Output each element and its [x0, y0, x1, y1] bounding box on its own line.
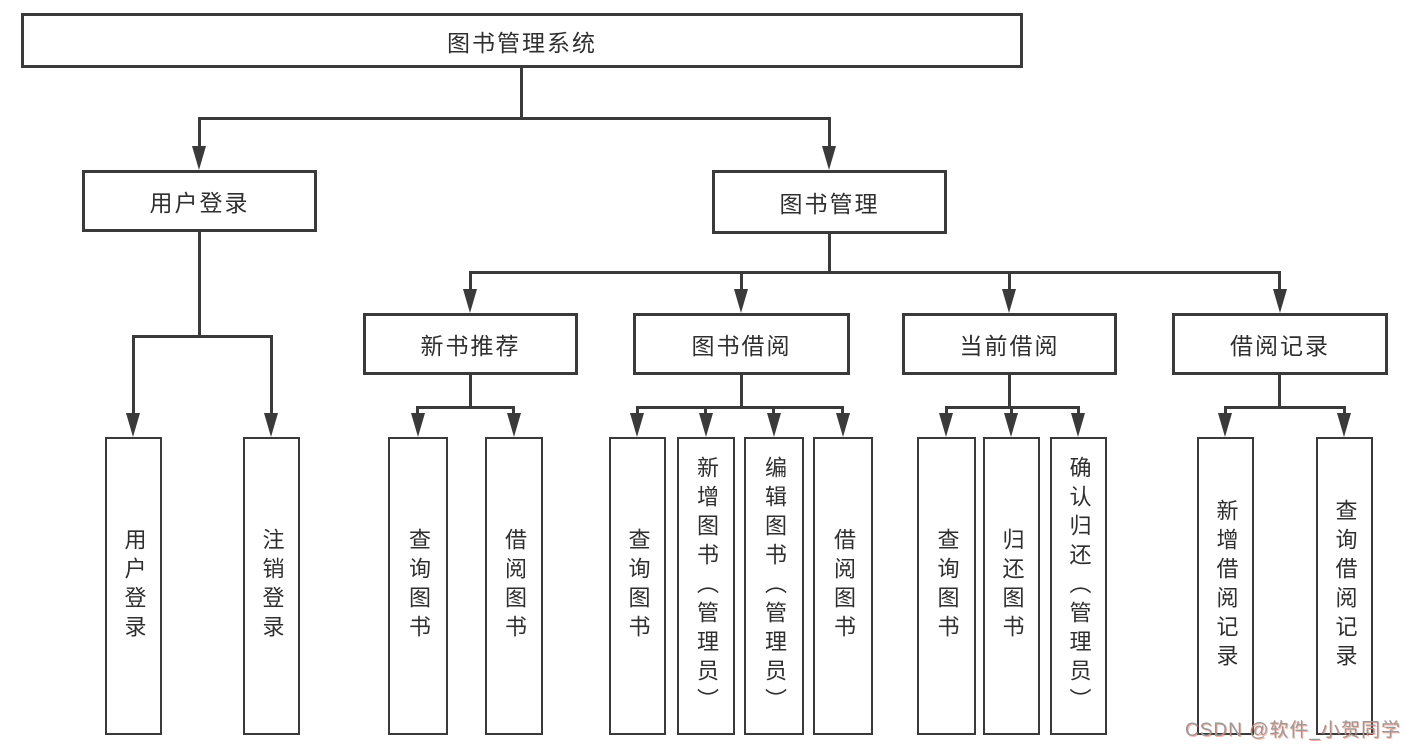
- csdn-watermark: CSDN @软件_小贺同学: [1185, 720, 1401, 741]
- connector-line: [1224, 406, 1346, 409]
- arrow-down-icon: [1071, 413, 1085, 437]
- node-leaf-add-borrow-record: 新增借阅记录: [1197, 437, 1254, 735]
- node-leaf-edit-books-admin: 编辑图书（管理员）: [744, 437, 804, 735]
- node-current-borrowing: 当前借阅: [902, 313, 1117, 375]
- node-label-leaf-logout: 注销登录: [259, 528, 285, 644]
- node-leaf-confirm-return-admin: 确认归还（管理员）: [1050, 437, 1107, 735]
- connector-line: [198, 117, 831, 120]
- node-label-current-borrowing: 当前借阅: [959, 333, 1060, 359]
- node-label-leaf-query-books-borrowing: 查询图书: [625, 528, 651, 644]
- arrow-down-icon: [126, 413, 140, 437]
- connector-line: [469, 375, 472, 409]
- node-label-leaf-borrow-books-borrowing: 借阅图书: [831, 528, 856, 644]
- node-leaf-query-books-recommend: 查询图书: [388, 437, 448, 735]
- arrow-down-icon: [822, 146, 836, 170]
- node-label-book-borrowing: 图书借阅: [691, 333, 792, 359]
- arrow-down-icon: [939, 413, 953, 437]
- connector-line: [132, 335, 135, 415]
- connector-line: [828, 234, 831, 274]
- node-label-leaf-borrow-books-recommend: 借阅图书: [502, 528, 527, 644]
- arrow-down-icon: [734, 289, 748, 313]
- node-book-management: 图书管理: [712, 170, 947, 234]
- arrow-down-icon: [1218, 413, 1232, 437]
- connector-line: [1278, 271, 1281, 293]
- node-label-user-login: 用户登录: [149, 190, 250, 216]
- node-leaf-borrow-books-recommend: 借阅图书: [485, 437, 543, 735]
- arrow-down-icon: [507, 413, 521, 437]
- connector-line: [740, 375, 743, 409]
- arrow-down-icon: [630, 413, 644, 437]
- node-label-leaf-user-login: 用户登录: [121, 528, 147, 644]
- node-leaf-add-books-admin: 新增图书（管理员）: [677, 437, 735, 735]
- node-root: 图书管理系统: [21, 13, 1023, 68]
- node-label-borrowing-records: 借阅记录: [1230, 333, 1330, 359]
- node-leaf-query-books-borrowing: 查询图书: [609, 437, 666, 735]
- node-label-leaf-confirm-return-admin: 确认归还（管理员）: [1066, 455, 1092, 717]
- node-leaf-user-login: 用户登录: [105, 437, 162, 735]
- node-label-leaf-add-borrow-record: 新增借阅记录: [1213, 499, 1239, 673]
- arrow-down-icon: [1273, 289, 1287, 313]
- arrow-down-icon: [1004, 413, 1018, 437]
- connector-line: [740, 271, 743, 293]
- arrow-down-icon: [767, 413, 781, 437]
- node-leaf-logout: 注销登录: [243, 437, 300, 735]
- connector-line: [1278, 375, 1281, 409]
- node-user-login: 用户登录: [82, 170, 317, 232]
- node-leaf-return-books: 归还图书: [983, 437, 1040, 735]
- node-leaf-query-books-current: 查询图书: [917, 437, 976, 735]
- connector-line: [198, 117, 201, 147]
- arrow-down-icon: [1002, 289, 1016, 313]
- connector-line: [469, 271, 472, 293]
- connector-line: [1008, 375, 1011, 409]
- arrow-down-icon: [1337, 413, 1351, 437]
- connector-line: [520, 68, 523, 120]
- connector-line: [132, 335, 273, 338]
- connector-line: [1008, 271, 1011, 293]
- arrow-down-icon: [699, 413, 713, 437]
- node-leaf-borrow-books-borrowing: 借阅图书: [813, 437, 873, 735]
- node-book-borrowing: 图书借阅: [633, 313, 850, 375]
- node-label-book-management: 图书管理: [779, 191, 880, 217]
- arrow-down-icon: [463, 289, 477, 313]
- node-label-root: 图书管理系统: [447, 29, 597, 56]
- node-label-leaf-return-books: 归还图书: [999, 528, 1025, 644]
- connector-line: [828, 117, 831, 147]
- connector-line: [636, 406, 844, 409]
- arrow-down-icon: [836, 413, 850, 437]
- node-leaf-query-borrow-record: 查询借阅记录: [1316, 437, 1373, 735]
- node-label-leaf-edit-books-admin: 编辑图书（管理员）: [762, 455, 787, 717]
- node-label-leaf-add-books-admin: 新增图书（管理员）: [694, 455, 719, 717]
- node-label-new-book-recommend: 新书推荐: [420, 333, 521, 359]
- node-new-book-recommend: 新书推荐: [363, 313, 578, 375]
- connector-line: [198, 232, 201, 338]
- connector-line: [416, 406, 515, 409]
- arrow-down-icon: [264, 413, 278, 437]
- node-borrowing-records: 借阅记录: [1172, 313, 1388, 375]
- arrow-down-icon: [411, 413, 425, 437]
- node-label-leaf-query-books-current: 查询图书: [934, 528, 960, 644]
- connector-line: [270, 335, 273, 415]
- connector-line: [469, 271, 1281, 274]
- node-label-leaf-query-books-recommend: 查询图书: [406, 528, 431, 644]
- node-label-leaf-query-borrow-record: 查询借阅记录: [1332, 499, 1358, 673]
- arrow-down-icon: [192, 146, 206, 170]
